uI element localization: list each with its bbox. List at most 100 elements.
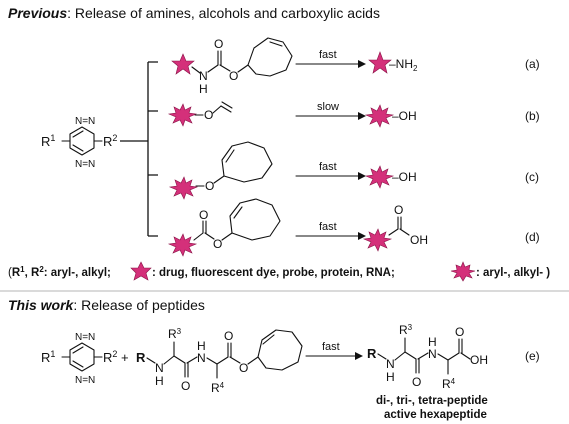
bond (173, 355, 186, 364)
row-a-carbonyl-oxygen: O (214, 37, 223, 51)
legend: (R1, R2: aryl-, alkyl; : drug, fluoresce… (8, 261, 550, 282)
bond (404, 351, 417, 360)
burst-icon (167, 103, 198, 127)
reagent-oxygen-1: O (181, 379, 190, 393)
star-icon (130, 261, 152, 281)
row-b-oxygen: O (204, 108, 213, 122)
burst-icon (364, 165, 395, 189)
tetrazine-double-bond (72, 130, 84, 138)
alkene-double-bond (269, 41, 283, 47)
released-peptide: R N H R3 O N H R4 O OH (367, 323, 488, 391)
cyclooctene-ring (221, 141, 273, 183)
row-c-tag: (c) (525, 170, 539, 184)
bond (193, 232, 204, 241)
bond (437, 353, 449, 361)
bond (237, 64, 249, 73)
tetrazine-nn-top: N=N (75, 332, 95, 343)
this-work-heading: This work: Release of peptides (8, 297, 205, 313)
reagent-hydrogen-1: H (155, 374, 164, 388)
arrow-head (355, 352, 363, 360)
row-b: O slow –OH (b) (167, 101, 540, 128)
row-a-hydrogen: H (199, 82, 208, 96)
reagent-r4: R4 (211, 381, 225, 395)
alkene-double-bond (233, 206, 243, 219)
row-a-product: –NH2 (389, 57, 418, 73)
bond (204, 232, 215, 240)
bond (388, 228, 399, 236)
bond (191, 66, 201, 74)
legend-burst-text: : aryl-, alkyl- ) (476, 267, 550, 279)
tetrazine-r2-label: R2 (103, 133, 117, 149)
reaction-e-rate-label: fast (322, 341, 340, 353)
bond (229, 356, 241, 364)
tetrazine-structure-bottom: N=N N=N R1 R2 (41, 332, 117, 386)
bond (207, 64, 219, 73)
bond (206, 357, 218, 365)
plus-sign: + (121, 350, 129, 365)
tetrazine-ring (69, 342, 95, 372)
row-c-oxygen: O (205, 179, 214, 193)
previous-heading: Previous: Release of amines, alcohols an… (8, 5, 380, 21)
bond (212, 105, 222, 114)
arrow-head (358, 232, 366, 240)
bond (163, 355, 175, 365)
row-b-tag: (b) (525, 109, 540, 123)
alkene-double-bond (262, 334, 275, 345)
tetrazine-r2-label: R2 (103, 349, 117, 365)
product-r4: R4 (442, 377, 456, 391)
product-nitrogen-2: N (428, 347, 437, 361)
burst-icon (450, 261, 476, 282)
tetrazine-ring (69, 126, 95, 156)
product-oxygen-2: O (455, 325, 464, 339)
burst-icon (364, 104, 395, 128)
product-hydrogen-2: H (428, 335, 437, 349)
bond (399, 228, 410, 236)
reagent-nitrogen-2: N (197, 351, 206, 365)
reagent-oxygen-3: O (239, 361, 248, 375)
row-a-ester-oxygen: O (229, 69, 238, 83)
arrow-head (358, 112, 366, 120)
reagent-r-group: R (136, 350, 146, 365)
row-a-nitrogen: N (199, 69, 208, 83)
arrow-head (358, 60, 366, 68)
tetrazine-nn-bottom: N=N (75, 159, 95, 170)
product-caption-line-1: di-, tri-, tetra-peptide (376, 395, 488, 407)
star-icon (171, 53, 195, 75)
bond (216, 356, 229, 365)
reaction-bracket (120, 61, 158, 237)
product-hydroxyl: OH (470, 353, 488, 367)
row-d: O O fast O OH (d) (167, 198, 540, 257)
previous-heading-bold: Previous (8, 5, 67, 21)
tetrazine-double-bond (72, 360, 84, 368)
product-nitrogen-1: N (386, 357, 395, 371)
product-r3: R3 (399, 323, 413, 337)
bond (447, 352, 460, 361)
product-oxygen-1: O (412, 375, 421, 389)
bond (221, 232, 233, 241)
cyclooctene-ring (247, 37, 293, 77)
row-e-tag: (e) (525, 349, 540, 363)
bond (247, 356, 259, 365)
bond (394, 351, 406, 361)
tetrazine-nn-top: N=N (75, 116, 95, 127)
row-c: O fast –OH (c) (168, 141, 539, 200)
row-c-product: –OH (392, 170, 417, 184)
bond (213, 175, 225, 184)
alkene-double-bond (225, 149, 235, 163)
product-r-group: R (367, 346, 377, 361)
burst-icon (167, 233, 198, 257)
row-d-rate-label: fast (319, 221, 337, 233)
this-work-heading-rest: : Release of peptides (73, 297, 205, 313)
arrow-head (358, 172, 366, 180)
bond (460, 352, 471, 360)
row-d-product-carbonyl-oxygen: O (394, 203, 403, 217)
row-a-rate-label: fast (319, 49, 337, 61)
burst-icon (362, 228, 393, 252)
reagent-oxygen-2: O (224, 329, 233, 343)
product-caption-line-2: active hexapeptide (384, 409, 487, 421)
row-a: N H O O fast –NH2 (a) (171, 37, 540, 96)
row-d-tag: (d) (525, 230, 540, 244)
vinyl-bond (220, 105, 232, 113)
bond (186, 356, 198, 364)
